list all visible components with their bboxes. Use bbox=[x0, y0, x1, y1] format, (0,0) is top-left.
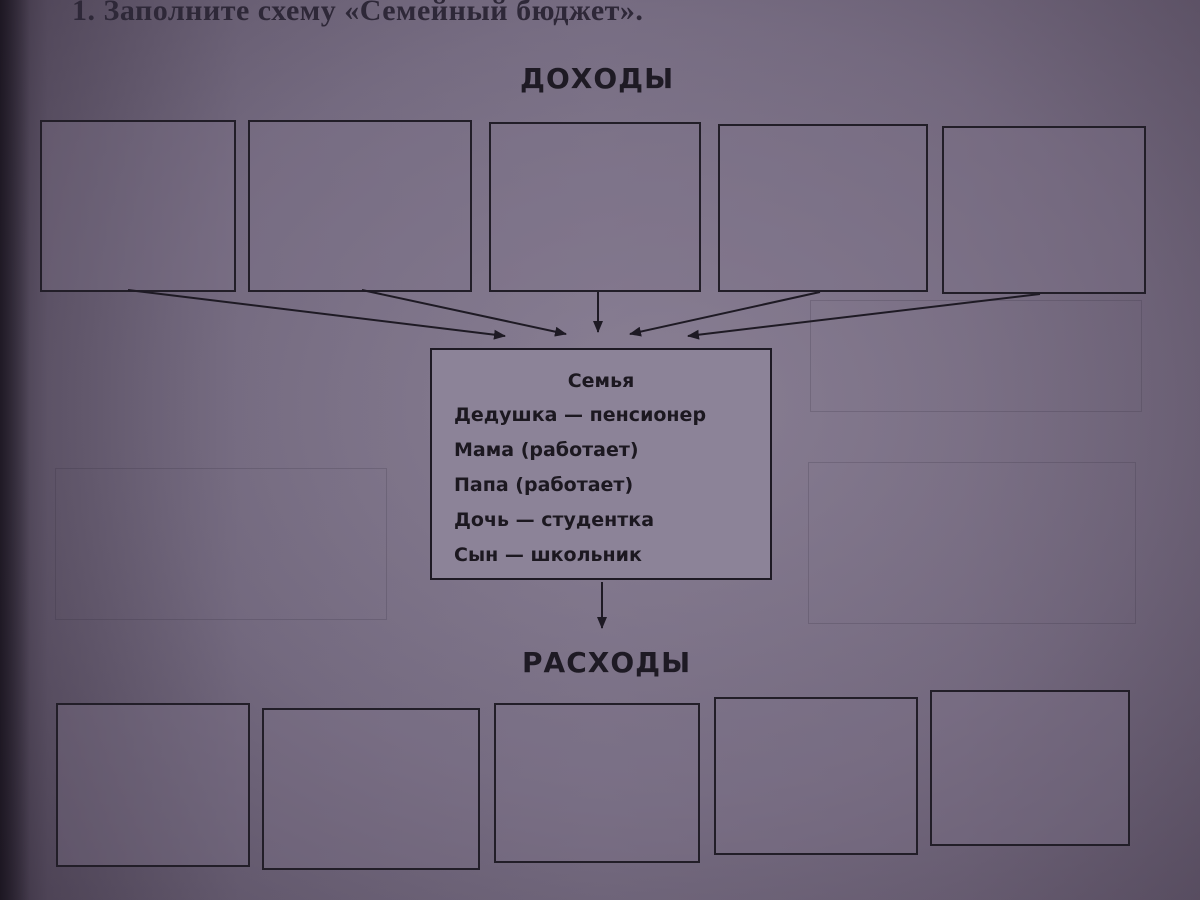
family-member: Мама (работает) bbox=[454, 439, 639, 461]
expense-box-3[interactable] bbox=[494, 703, 700, 863]
show-through-frame bbox=[55, 468, 387, 620]
expense-box-4[interactable] bbox=[714, 697, 918, 855]
show-through-frame bbox=[810, 300, 1142, 412]
income-box-2[interactable] bbox=[248, 120, 472, 292]
family-members-list: Дедушка — пенсионер Мама (работает) Папа… bbox=[454, 398, 770, 573]
task-title: 1. Заполните схему «Семейный бюджет». bbox=[72, 0, 644, 27]
income-box-1[interactable] bbox=[40, 120, 236, 292]
family-heading: Семья bbox=[567, 370, 635, 392]
expense-box-5[interactable] bbox=[930, 690, 1130, 846]
income-title: ДОХОДЫ bbox=[520, 62, 675, 95]
family-member: Дочь — студентка bbox=[454, 509, 655, 531]
expense-box-2[interactable] bbox=[262, 708, 480, 870]
income-box-3[interactable] bbox=[489, 122, 701, 292]
arrow-income-2 bbox=[361, 289, 567, 337]
family-member: Сын — школьник bbox=[454, 544, 642, 566]
income-box-5[interactable] bbox=[942, 126, 1146, 294]
arrow-income-5 bbox=[687, 293, 1041, 340]
family-member: Папа (работает) bbox=[454, 474, 634, 496]
income-box-4[interactable] bbox=[718, 124, 928, 292]
family-member: Дедушка — пенсионер bbox=[454, 404, 707, 426]
arrow-income-1 bbox=[127, 289, 506, 340]
expenses-title: РАСХОДЫ bbox=[522, 646, 692, 679]
expense-box-1[interactable] bbox=[56, 703, 250, 867]
page-binding-shadow bbox=[0, 0, 30, 900]
family-box: Семья Дедушка — пенсионер Мама (работает… bbox=[430, 348, 772, 580]
arrow-income-4 bbox=[629, 291, 821, 337]
show-through-frame bbox=[808, 462, 1136, 624]
